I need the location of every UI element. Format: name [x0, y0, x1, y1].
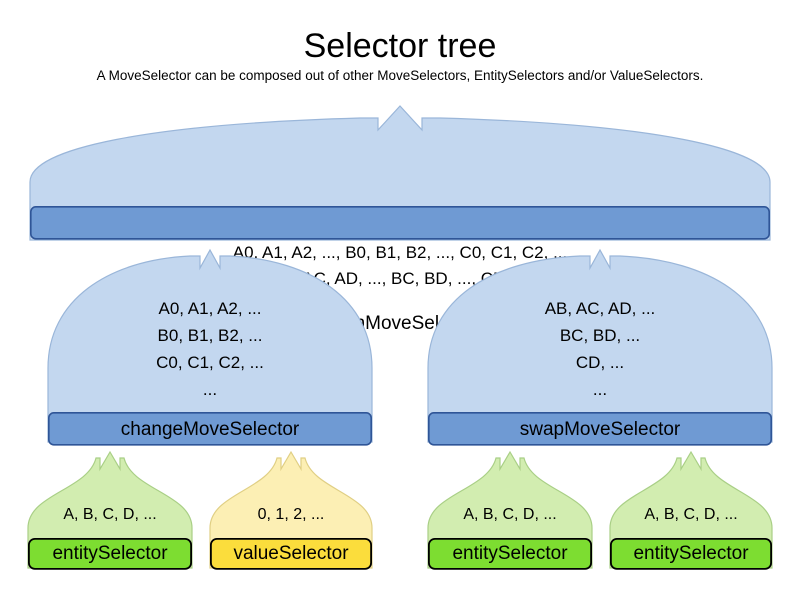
node-entity-selector-3[interactable]: A, B, C, D, ... entitySelector [609, 450, 773, 570]
change-dome-shape [47, 248, 373, 443]
change-node-label: changeMoveSelector [120, 419, 300, 440]
node-entity-selector-1[interactable]: A, B, C, D, ... entitySelector [27, 450, 193, 570]
value-selector-1-label: valueSelector [233, 543, 349, 564]
entity-selector-1-bar-shape [27, 537, 192, 570]
entity-selector-3-bar-shape [609, 537, 772, 570]
swap-node-label: swapMoveSelector [519, 419, 681, 440]
node-union-move-selector[interactable]: A0, A1, A2, ..., B0, B1, B2, ..., C0, C1… [29, 100, 771, 334]
entity-selector-3-label: entitySelector [633, 543, 749, 564]
change-bar-shape [48, 412, 372, 446]
swap-dome-shape [427, 248, 773, 443]
node-value-selector-1[interactable]: 0, 1, 2, ... valueSelector [209, 450, 373, 570]
page-title: Selector tree [303, 27, 497, 65]
value-selector-1-bar-shape [209, 537, 372, 570]
swap-bar-shape [428, 412, 772, 446]
node-swap-move-selector[interactable]: AB, AC, AD, ... BC, BD, ... CD, ... ... … [427, 248, 773, 446]
union-bar-shape [30, 206, 771, 240]
entity-selector-2-label: entitySelector [452, 543, 568, 564]
entity-selector-2-bar-shape [427, 537, 592, 570]
entity-selector-1-label: entitySelector [52, 543, 168, 564]
node-change-move-selector[interactable]: A0, A1, A2, ... B0, B1, B2, ... C0, C1, … [47, 248, 373, 446]
node-entity-selector-2[interactable]: A, B, C, D, ... entitySelector [427, 450, 593, 570]
page-subtitle: A MoveSelector can be composed out of ot… [96, 68, 704, 83]
